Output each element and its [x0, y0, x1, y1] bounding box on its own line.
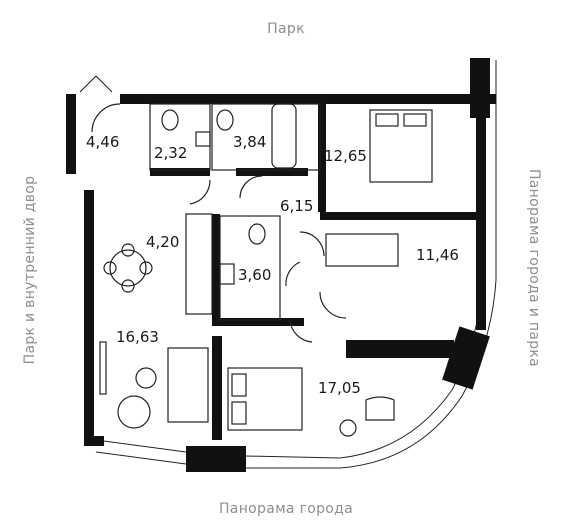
toilet-3: [248, 223, 266, 245]
kitchen-unit: [185, 213, 213, 315]
area-bathroom-mid: 3,60: [238, 266, 271, 284]
bed-right: [325, 233, 399, 267]
wall-corner-column: [442, 326, 490, 390]
area-bedroom-top: 12,65: [324, 147, 367, 165]
chair-3: [121, 243, 135, 257]
area-bathroom-main: 3,84: [233, 133, 266, 151]
desk-chair: [365, 396, 395, 421]
wall-bed-top-divider: [318, 100, 326, 212]
sink-1: [195, 131, 211, 147]
bed-bottom: [227, 367, 303, 431]
toilet-1: [161, 109, 179, 131]
wall-corridor-mid: [212, 214, 220, 326]
wall-bath-bottom: [150, 168, 210, 176]
door-swing-bath2: [239, 175, 263, 199]
area-vestibule: 4,46: [86, 133, 119, 151]
bed-top-pillow-1: [375, 113, 399, 127]
armchair: [117, 395, 151, 429]
wall-bottom-column: [186, 446, 246, 472]
wall-left: [84, 190, 94, 440]
wall-living-divider: [212, 336, 222, 440]
door-swing-bath3: [285, 261, 301, 287]
toilet-2: [216, 109, 234, 131]
door-swing-bedroom: [319, 291, 347, 319]
area-bedroom-right: 11,46: [416, 246, 459, 264]
glazing-outline: [95, 60, 497, 469]
wall-bath2-bottom: [236, 168, 308, 176]
sink-2: [219, 263, 235, 285]
wall-top-left: [66, 94, 76, 174]
door-swing-living: [289, 319, 313, 343]
view-label-left: Парк и внутренний двор: [22, 175, 38, 365]
bed-top: [369, 109, 433, 183]
area-corridor: 6,15: [280, 197, 313, 215]
kitchen-table: [109, 249, 147, 287]
door-swing-entry: [91, 103, 121, 133]
chair-4: [121, 279, 135, 293]
bed-bottom-pillow-2: [231, 401, 247, 425]
sofa: [167, 347, 209, 423]
bath-main-outline: [211, 103, 321, 171]
wall-top: [120, 94, 496, 104]
area-bathroom-small: 2,32: [154, 144, 187, 162]
view-label-right: Панорама города и парка: [526, 168, 542, 368]
wall-right: [476, 100, 486, 330]
tv-unit: [99, 341, 107, 395]
wall-bedroom-right-bottom: [346, 340, 454, 358]
area-living-room: 16,63: [116, 328, 159, 346]
area-kitchen: 4,20: [146, 233, 179, 251]
chair-1: [103, 261, 117, 275]
view-label-bottom: Панорама города: [218, 501, 353, 517]
bed-top-pillow-2: [403, 113, 427, 127]
wall-bottom-left: [84, 436, 104, 446]
side-table: [135, 367, 157, 389]
desk-stool: [339, 419, 357, 437]
wall-bed-right-top: [320, 212, 476, 220]
bed-bottom-pillow-1: [231, 373, 247, 397]
view-label-top: Парк: [267, 21, 305, 37]
entry-balcony-outline: [79, 75, 113, 93]
door-swing-corridor: [189, 179, 211, 205]
area-bedroom-bottom: 17,05: [318, 379, 361, 397]
wall-bath3-bottom: [214, 318, 304, 326]
bathtub: [271, 103, 297, 169]
door-swing-bed-right: [299, 231, 325, 257]
chair-2: [139, 261, 153, 275]
